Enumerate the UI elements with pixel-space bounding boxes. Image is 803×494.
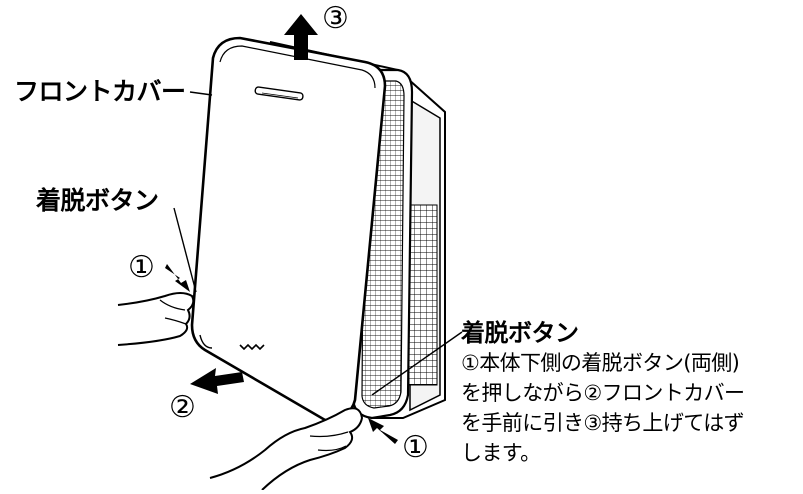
release-button-label: 着脱ボタン — [36, 186, 159, 215]
left-hand — [117, 292, 195, 346]
note-line: を押しながら②フロントカバー — [461, 381, 745, 405]
note-line: します。 — [461, 441, 541, 465]
front-cover-label: フロントカバー — [14, 77, 186, 106]
press-arrow-icon — [165, 264, 190, 292]
instruction-note: 着脱ボタン ①本体下側の着脱ボタン(両側) を押しながら②フロントカバー を手前… — [461, 313, 745, 468]
note-line: ①本体下側の着脱ボタン(両側) — [461, 351, 740, 375]
up-arrow-icon — [284, 14, 318, 60]
step1-left-marker: ① — [128, 250, 155, 285]
right-hand — [209, 407, 364, 491]
press-arrow-icon — [368, 418, 398, 444]
brand-mark — [239, 343, 265, 351]
note-title: 着脱ボタン — [461, 319, 579, 347]
step3-marker: ③ — [322, 1, 349, 36]
front-cover — [190, 36, 387, 422]
note-line: を手前に引き③持ち上げてはず — [461, 411, 745, 435]
left-arrow-icon — [190, 368, 244, 394]
step2-marker: ② — [169, 390, 196, 425]
step1-right-marker: ① — [402, 430, 429, 465]
